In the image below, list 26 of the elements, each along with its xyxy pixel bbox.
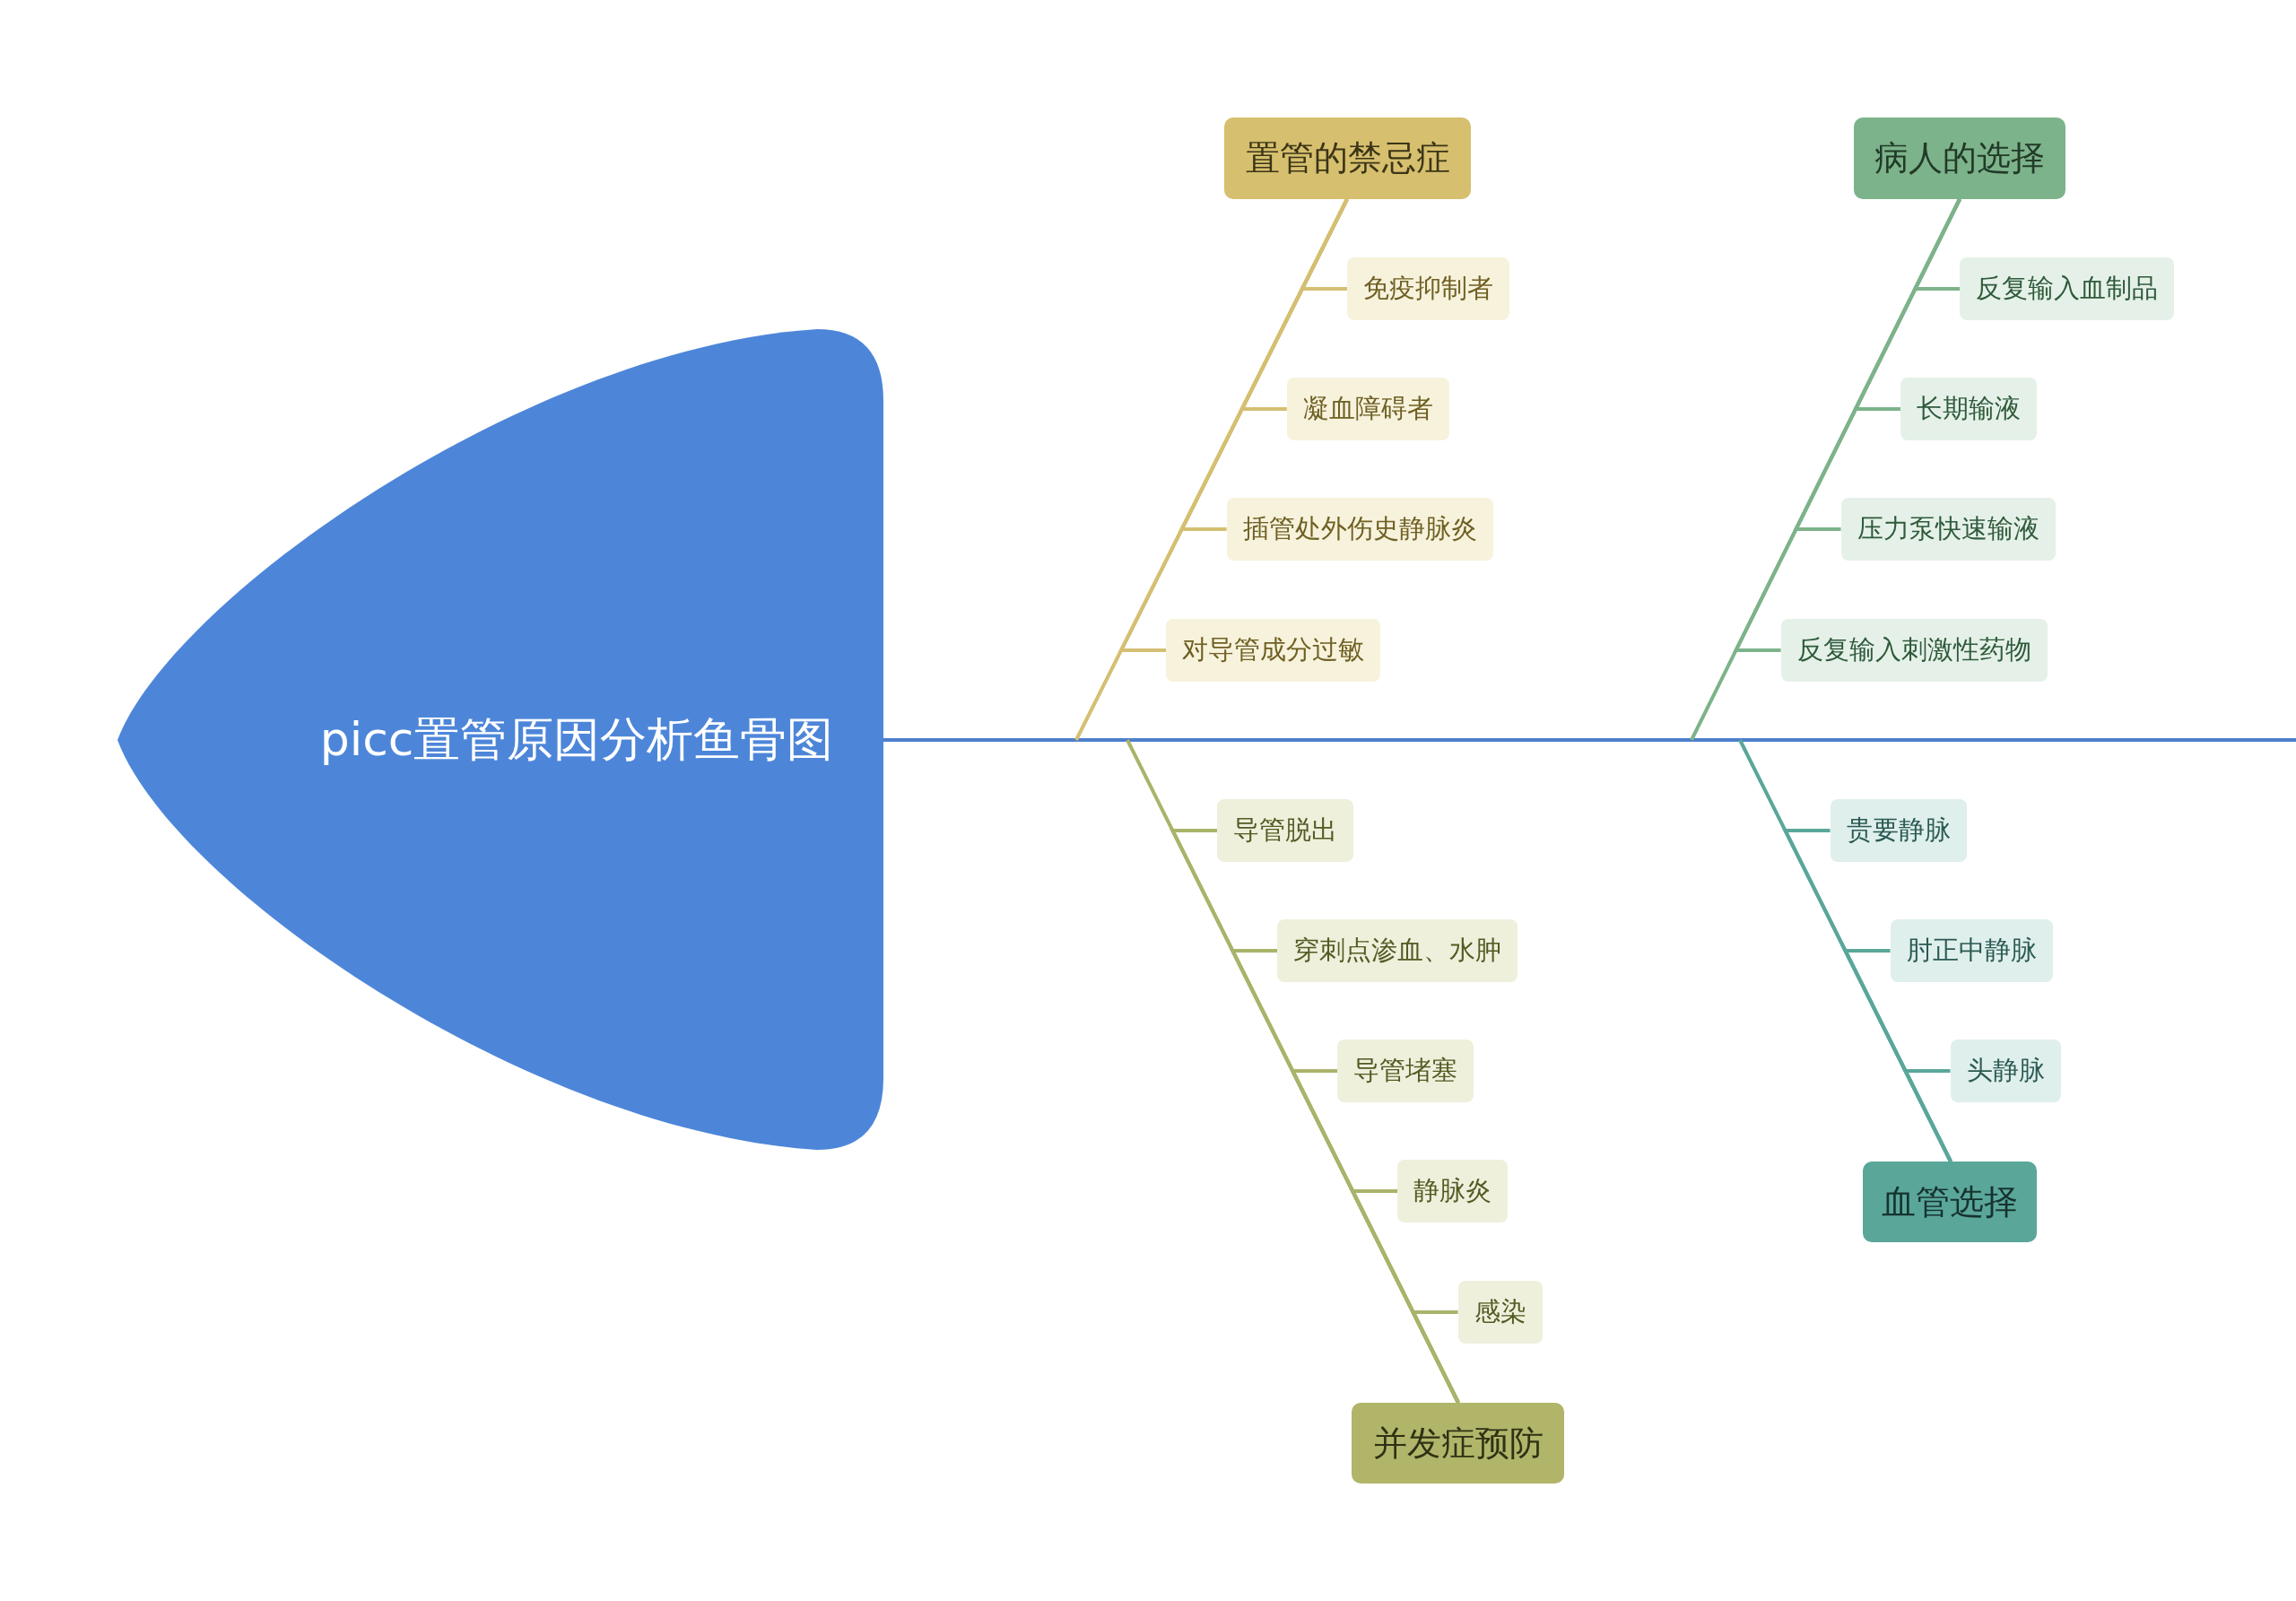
cause-box: 感染 <box>1457 1281 1543 1344</box>
cause-box: 长期输液 <box>1900 378 2037 440</box>
cause-box: 凝血障碍者 <box>1286 378 1449 440</box>
cause-box: 反复输入血制品 <box>1960 257 2175 320</box>
cause-box: 穿刺点渗血、水肿 <box>1277 919 1518 982</box>
cause-box: 贵要静脉 <box>1830 799 1967 862</box>
cause-box: 反复输入刺激性药物 <box>1780 619 2048 682</box>
cause-box: 插管处外伤史静脉炎 <box>1226 498 1493 561</box>
branch-line <box>1118 198 1349 652</box>
cause-box: 静脉炎 <box>1397 1160 1509 1223</box>
branch-line <box>1902 1069 1952 1162</box>
fish-head-shape <box>117 329 883 1150</box>
cause-box: 头静脉 <box>1950 1040 2061 1102</box>
cause-box: 肘正中静脉 <box>1890 919 2053 982</box>
spine-line <box>883 738 2296 742</box>
cause-box: 对导管成分过敏 <box>1166 619 1381 682</box>
category-box: 病人的选择 <box>1854 117 2066 199</box>
cause-box: 免疫抑制者 <box>1346 257 1509 320</box>
category-box: 并发症预防 <box>1352 1403 1564 1484</box>
cause-box: 导管脱出 <box>1217 799 1354 862</box>
category-box: 血管选择 <box>1863 1162 2037 1242</box>
cause-box: 导管堵塞 <box>1337 1040 1474 1102</box>
branch-line <box>1733 198 1961 652</box>
title-text: picc置管原因分析鱼骨图 <box>319 710 834 768</box>
category-box: 置管的禁忌症 <box>1224 117 1471 199</box>
cause-box: 压力泵快速输液 <box>1840 498 2056 561</box>
